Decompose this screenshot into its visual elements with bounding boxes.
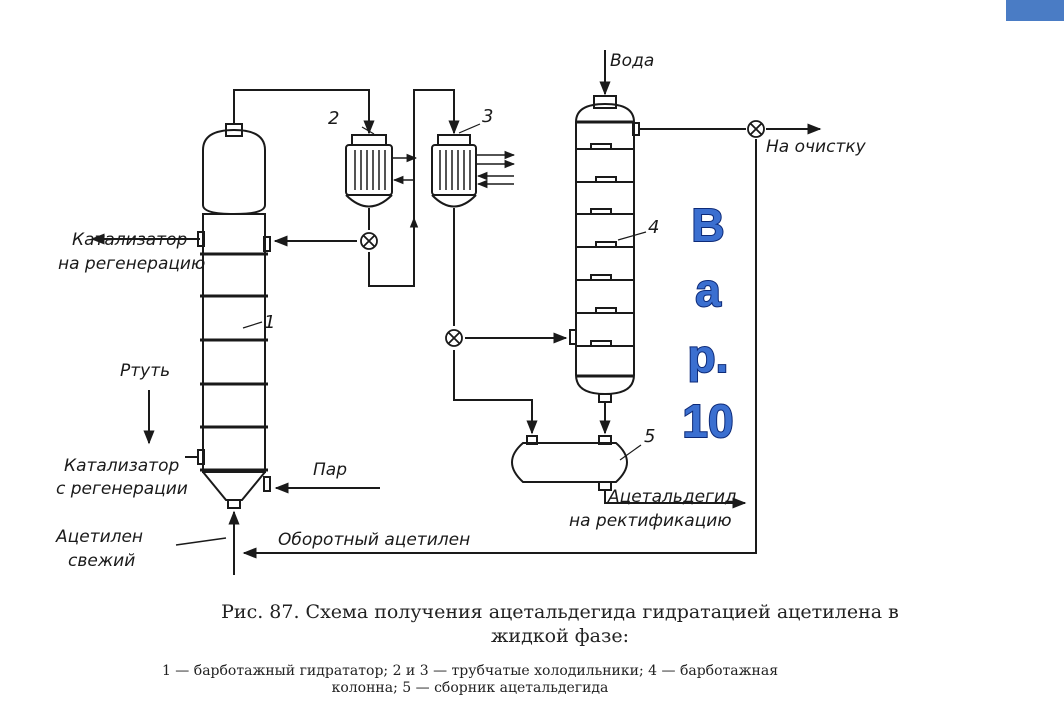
number-1: 1 [264,312,275,333]
valve-2 [445,329,463,347]
barbotage-hydrator [197,123,271,509]
tube-cooler-3 [431,134,477,208]
label-steam: Пар [313,460,347,480]
corner-tab [1006,0,1064,21]
number-5: 5 [644,426,655,447]
process-diagram: Вода На очистку Катализатор на регенерац… [55,50,867,575]
figure-caption-legend: 1 — барботажный гидрататор; 2 и 3 — труб… [0,663,940,697]
legend-line-1: 1 — барботажный гидрататор; 2 и 3 — труб… [161,663,779,679]
label-to-cleaning: На очистку [766,137,867,157]
pipe-1-to-cooler2 [233,89,375,135]
label-catalyst-to-regen-2: на регенерацию [58,254,205,274]
number-2: 2 [328,108,339,129]
pipe-recycle [242,139,757,559]
label-recycle-acetylene: Оборотный ацетилен [278,530,470,550]
pipe-acetaldehyde-out [604,490,747,509]
label-acetaldehyde-2: на ректификацию [569,511,732,531]
label-acetaldehyde-1: Ацетальдегид [607,487,737,507]
pipe-to-collector [453,350,538,435]
number-3: 3 [482,106,493,127]
label-fresh-acetylene-2: свежий [68,551,135,571]
overlay-number-10: 10 [682,395,733,447]
number-4: 4 [648,217,659,238]
overlay-letter-r: р. [688,330,729,382]
figure-caption-title: Рис. 87. Схема получения ацетальдегида г… [221,601,899,647]
valve-1 [360,232,378,250]
overlay-letter-a: а [695,264,721,316]
label-mercury: Ртуть [120,361,170,381]
label-water: Вода [610,51,654,71]
label-catalyst-from-regen-2: с регенерации [56,479,188,499]
label-catalyst-from-regen-1: Катализатор [64,456,179,476]
acetaldehyde-collector-5 [511,435,628,491]
barbotage-column-4 [569,95,640,403]
tube-cooler-2 [345,134,393,230]
overlay-letter-v: В [691,199,724,251]
valve-3 [747,120,765,138]
label-fresh-acetylene-1: Ацетилен [55,527,143,547]
label-catalyst-to-regen-1: Катализатор [72,230,187,250]
pipe-cooler2-to-cooler3 [368,89,460,287]
legend-line-2: колонна; 5 — сборник ацетальдегида [331,680,609,696]
